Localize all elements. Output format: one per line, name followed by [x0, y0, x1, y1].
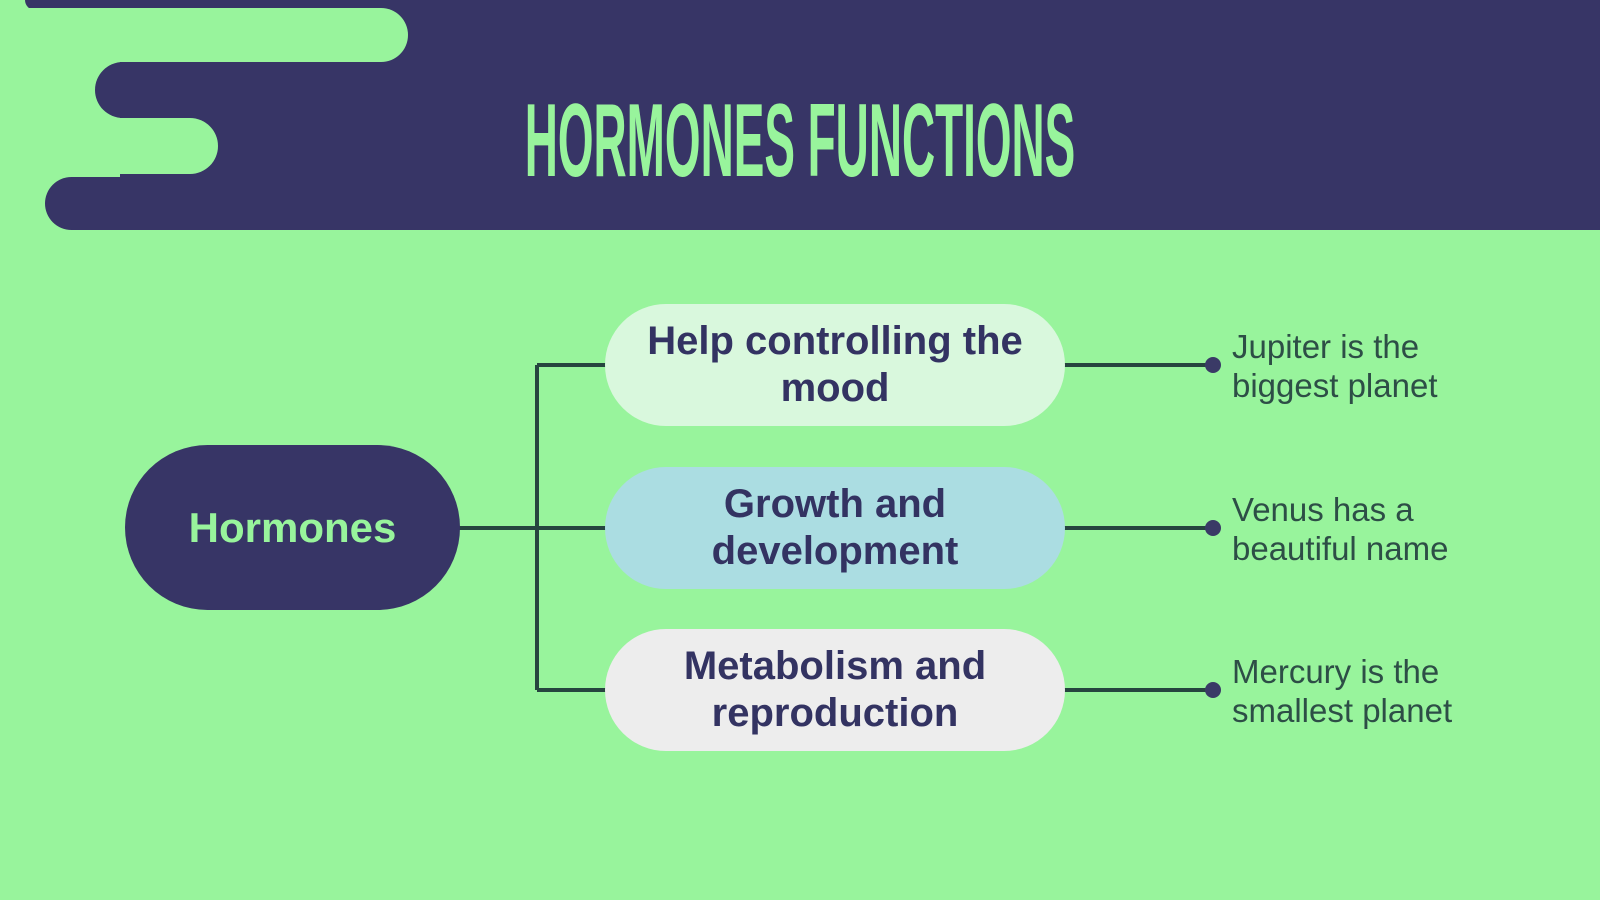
note-dot-2 — [1205, 520, 1221, 536]
note-text-mercury: Mercury is the smallest planet — [1232, 653, 1453, 729]
root-node-label: Hormones — [188, 503, 397, 551]
page-title: HORMONES FUNCTIONS — [524, 82, 1076, 199]
branch-node-growth: Growth and development — [605, 467, 1065, 589]
header-navy-bar-middle — [95, 62, 520, 118]
branch-node-mood: Help controlling the mood — [605, 304, 1065, 426]
note-text-venus: Venus has a beautiful name — [1232, 491, 1449, 567]
header-navy-bar-bottom — [45, 177, 520, 230]
header-green-bar-top — [0, 8, 408, 62]
branch-node-label: Growth and development — [711, 481, 959, 573]
note-dot-3 — [1205, 682, 1221, 698]
note-dot-1 — [1205, 357, 1221, 373]
header-navy-top-strip — [25, 0, 520, 10]
branch-node-label: Help controlling the mood — [647, 318, 1023, 410]
root-node-hormones: Hormones — [125, 445, 460, 610]
header-green-bar-bottom — [0, 118, 218, 174]
note-text-jupiter: Jupiter is the biggest planet — [1232, 328, 1438, 404]
branch-node-metabolism: Metabolism and reproduction — [605, 629, 1065, 751]
branch-node-label: Metabolism and reproduction — [683, 643, 987, 735]
